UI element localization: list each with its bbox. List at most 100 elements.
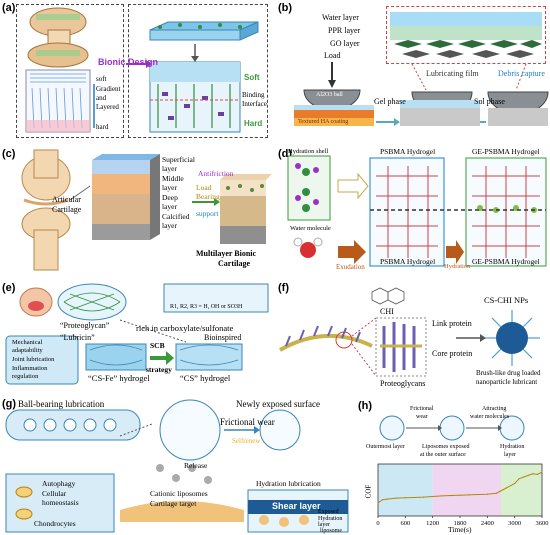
panel-c-label: (c) bbox=[2, 148, 16, 160]
panel-a: (a) Bi bbox=[0, 0, 272, 143]
debris-capture-label: Debris capture bbox=[498, 69, 545, 78]
mech-label-5: regulation bbox=[12, 373, 39, 380]
cartilage-label: Cartilage bbox=[52, 205, 82, 214]
panel-h-label: (h) bbox=[358, 400, 373, 412]
chart-point-2 bbox=[386, 498, 388, 500]
selfrenew-label: Selfrenew bbox=[232, 437, 261, 445]
sol-phase-label: Sol phase bbox=[474, 97, 505, 106]
multilayer-label-2: Cartilage bbox=[218, 259, 250, 268]
core-protein-label: Core protein bbox=[432, 349, 473, 358]
chart-point-1 bbox=[381, 499, 384, 501]
panel-d: (d) Hydration shell PSBMA Hydrogel GE-PS… bbox=[276, 146, 550, 274]
hydration-shell-label: Hydration shell bbox=[288, 148, 329, 155]
panel-f: (f) CHI Link protein Core protein Proteo… bbox=[276, 280, 550, 392]
ball-label: Al2O3 ball bbox=[316, 92, 343, 98]
water-molecule-label: Water molecule bbox=[290, 225, 331, 232]
chart-point-9 bbox=[450, 494, 452, 497]
proteoglycan-label: “Proteoglycan” bbox=[60, 321, 110, 330]
chi-label: CHI bbox=[380, 307, 394, 316]
cartilage-target-label: Cartilage target bbox=[150, 499, 197, 508]
chart-point-12 bbox=[477, 493, 479, 496]
panel-b: (b) Water layer PPR layer GO layer Load … bbox=[276, 0, 550, 143]
cellular-label-1: Cellular bbox=[42, 489, 67, 498]
panel-g-art bbox=[5, 399, 349, 533]
cs-fe-label: “CS-Fe” hydrogel bbox=[88, 373, 150, 383]
superficial-layer-label: layer bbox=[162, 164, 177, 173]
chart-xtick-label-5: 3000 bbox=[508, 520, 521, 527]
chart-point-17 bbox=[518, 478, 520, 480]
middle-layer-label: layer bbox=[162, 183, 177, 192]
chart-xtick-label-3: 1800 bbox=[454, 520, 467, 527]
deep-label: Deep bbox=[162, 193, 178, 202]
chart-point-0 bbox=[377, 502, 379, 504]
rich-label: rich in carboxylate/sulfonate bbox=[136, 323, 234, 333]
hydration-layer-label-2: layer bbox=[318, 522, 330, 528]
chart-point-13 bbox=[486, 493, 488, 495]
panel-f-label: (f) bbox=[278, 282, 289, 294]
chart-point-19 bbox=[527, 474, 529, 476]
chart-point-16 bbox=[514, 482, 516, 485]
chondrocytes-label: Chondrocytes bbox=[34, 519, 76, 528]
hydration-label: Hydration bbox=[444, 263, 471, 270]
caption-hard: hard bbox=[96, 123, 109, 131]
chart-point-5 bbox=[413, 496, 416, 499]
chart-point-8 bbox=[441, 495, 443, 497]
mech-label-1: Mechanical bbox=[12, 339, 43, 346]
load-bearing-label-1: Load bbox=[196, 183, 212, 192]
load-bearing-label-2: Bearing bbox=[196, 192, 220, 201]
caption-gradient: Gradient bbox=[96, 85, 121, 93]
panel-g: (g) Ball-bearing lubrication Newly expos… bbox=[0, 396, 352, 535]
soft-label: Soft bbox=[244, 73, 260, 82]
mech-label-2: adaptability bbox=[12, 347, 43, 354]
panel-b-zoom-frame bbox=[386, 6, 546, 64]
chart-point-10 bbox=[459, 494, 461, 496]
chart-xtick-label-1: 600 bbox=[400, 520, 410, 527]
chart-point-22 bbox=[541, 471, 543, 473]
chart-point-15 bbox=[504, 487, 507, 489]
chart-point-11 bbox=[468, 494, 470, 496]
support-label: support bbox=[196, 209, 219, 218]
chart-point-18 bbox=[523, 476, 525, 478]
brush-label-1: Brush-like drug loaded bbox=[476, 369, 541, 377]
ge-psbma-bottom-label: GE-PSBMA Hydrogel bbox=[472, 257, 540, 266]
panel-e: (e) “Proteoglycan” “Lubricin” rich in ca… bbox=[0, 280, 272, 392]
coating-label: Textured HA coating bbox=[298, 119, 349, 125]
panel-d-art bbox=[287, 155, 547, 267]
gel-phase-label: Gel phase bbox=[374, 97, 406, 106]
hydration-layer-label-1: Hydration bbox=[318, 516, 343, 522]
ge-psbma-top-label: GE-PSBMA Hydrogel bbox=[472, 147, 540, 156]
calcified-layer-label: layer bbox=[162, 221, 177, 230]
panel-f-art bbox=[279, 287, 540, 377]
exposed-label-1: Exposed bbox=[318, 509, 339, 515]
chart-xtick-label-4: 2400 bbox=[481, 520, 494, 527]
articular-label: Articular bbox=[52, 195, 81, 204]
chart-ylabel: COF bbox=[364, 484, 373, 499]
mech-label-4: Inflammation bbox=[12, 365, 48, 372]
panel-b-label: (b) bbox=[278, 2, 293, 14]
panel-e-label: (e) bbox=[2, 282, 16, 294]
panel-h-art bbox=[379, 415, 525, 441]
ball-bearing-label: Ball-bearing lubrication bbox=[18, 399, 105, 409]
chart-region-1 bbox=[432, 464, 501, 516]
chart-point-7 bbox=[432, 495, 434, 498]
exposed-label-2: liposome bbox=[320, 528, 342, 534]
frictional-wear-label: Frictional wear bbox=[220, 417, 275, 427]
outermost-label: Outermost layer bbox=[366, 444, 405, 450]
lubricating-film-label: Lubricating film bbox=[426, 69, 479, 78]
go-layer-label: GO layer bbox=[330, 39, 360, 48]
chart-region-2 bbox=[501, 464, 542, 516]
chart-point-6 bbox=[422, 496, 425, 498]
panel-c: (c) Articular Cartilage Superficial laye… bbox=[0, 146, 272, 274]
chart-point-4 bbox=[404, 497, 406, 499]
cs-chi-label: CS-CHI NPs bbox=[484, 295, 529, 305]
chart-point-14 bbox=[495, 492, 498, 494]
psbma-bottom-label: PSBMA Hydrogel bbox=[380, 257, 436, 266]
load-label: Load bbox=[324, 51, 341, 60]
r-groups-label: R1, R2, R3 = H, OH or SO3H bbox=[170, 304, 243, 310]
chart-xtick-label-6: 3600 bbox=[536, 520, 549, 527]
hydration-lub-label: Hydration lubrication bbox=[256, 479, 321, 488]
psbma-top-label: PSBMA Hydrogel bbox=[380, 147, 436, 156]
ppr-layer-label: PPR layer bbox=[328, 26, 361, 35]
chart-xtick-label-0: 0 bbox=[376, 520, 379, 527]
